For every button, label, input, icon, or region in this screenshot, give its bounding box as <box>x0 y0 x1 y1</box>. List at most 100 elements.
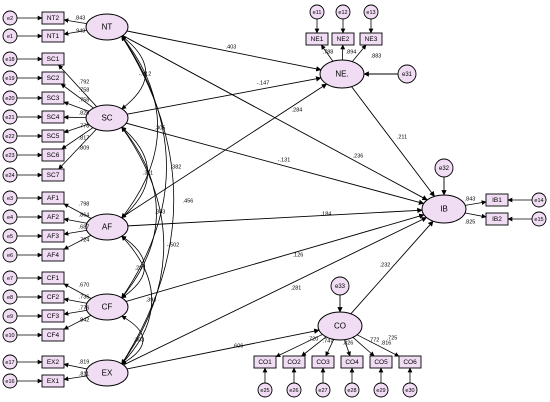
node-layer: NT2e2NT1e1SC1e18SC2e19SC3e20SC4e21SC5e22… <box>2 4 547 398</box>
loading-label: .792 <box>79 79 90 85</box>
latent-label: EX <box>102 369 113 378</box>
loading-arrow-ib2 <box>465 212 487 219</box>
loading-label: .819 <box>79 359 90 365</box>
path-coefficient: .126 <box>293 252 304 258</box>
indicator-box-cf3 <box>41 309 65 323</box>
indicator-label: CO2 <box>287 359 301 366</box>
indicator-label: AF1 <box>47 195 59 202</box>
loading-label: .826 <box>343 340 354 346</box>
loading-arrow-co2 <box>301 336 327 357</box>
path-coefficient: .211 <box>397 134 407 140</box>
covariance-layer <box>121 35 175 365</box>
path-nt-ib <box>122 35 428 201</box>
loading-arrow-ne1 <box>320 44 334 62</box>
indicator-label: SC3 <box>47 95 60 102</box>
loading-label: .788 <box>323 49 334 55</box>
error-circle-e20 <box>2 90 18 106</box>
loading-label: .825 <box>465 219 476 225</box>
error-label: e16 <box>5 379 14 385</box>
covariance-label: .287 <box>135 265 146 271</box>
covariance-label: .303 <box>134 337 145 343</box>
error-circle-e9 <box>2 308 18 324</box>
loading-arrow-af1 <box>63 203 92 219</box>
indicator-label: EX1 <box>47 378 60 385</box>
loading-label: .843 <box>465 196 476 202</box>
loading-label: .843 <box>75 15 86 21</box>
path-ne-ib <box>351 86 435 197</box>
error-circle-e21 <box>2 109 18 125</box>
covariance-label: .311 <box>143 170 153 176</box>
error-circle-e6 <box>2 247 18 263</box>
indicator-box-sc2 <box>41 71 65 85</box>
error-circle-e23 <box>2 147 18 163</box>
error-circle-e14 <box>531 192 547 208</box>
indicator-box-ne3 <box>359 32 383 46</box>
error-circle-e13 <box>363 4 379 20</box>
covariance-label: .305 <box>155 125 166 131</box>
latent-label: AF <box>102 223 112 232</box>
indicator-box-af2 <box>41 210 65 224</box>
indicator-box-sc6 <box>41 148 65 162</box>
path-cf-ib <box>125 213 425 302</box>
error-circle-e12 <box>335 4 351 20</box>
latent-ib <box>421 194 467 224</box>
path-nt-ne <box>126 30 322 72</box>
error-circle-e7 <box>2 270 18 286</box>
path-coefficient: .232 <box>380 262 391 268</box>
indicator-box-co4 <box>340 355 364 369</box>
disturbance-circle-e33 <box>330 276 350 296</box>
loading-arrow-nt2 <box>63 18 87 25</box>
path-co-ib <box>350 220 434 315</box>
loading-label: .883 <box>371 53 382 59</box>
path-coefficient: .284 <box>292 107 303 113</box>
loading-arrow-nt1 <box>63 29 87 36</box>
loading-arrow-cf1 <box>63 283 92 299</box>
error-label: e2 <box>7 16 13 22</box>
loading-label: .894 <box>346 49 357 55</box>
latent-ne <box>319 59 365 89</box>
indicator-box-co2 <box>282 355 306 369</box>
loading-label: .725 <box>387 335 398 341</box>
latent-sc <box>85 104 129 132</box>
loading-arrow-af2 <box>63 217 87 224</box>
indicator-box-af3 <box>41 229 65 243</box>
error-circle-e24 <box>2 167 18 183</box>
disturbance-label: e33 <box>335 284 346 290</box>
loading-label: .864 <box>79 212 90 218</box>
loading-arrow-sc2 <box>60 83 94 109</box>
error-circle-e29 <box>373 382 389 398</box>
indicator-label: CO4 <box>345 359 359 366</box>
disturbance-circle-e31 <box>397 64 417 84</box>
indicator-box-co1 <box>253 355 277 369</box>
latent-nt <box>85 13 129 41</box>
error-label: e7 <box>7 276 13 282</box>
loading-arrow-sc3 <box>63 101 90 112</box>
indicator-label: SC1 <box>47 56 60 63</box>
path-ex-co <box>126 328 320 370</box>
error-label: e29 <box>376 388 385 394</box>
latent-cf <box>85 293 129 321</box>
indicator-label: NE3 <box>365 36 378 43</box>
indicator-label: SC7 <box>47 172 60 179</box>
indicator-label: EX2 <box>47 359 60 366</box>
covariance-arc-sc-ex <box>121 126 165 365</box>
path-sc-ne <box>127 76 322 115</box>
error-circle-e15 <box>531 211 547 227</box>
loading-arrow-sc6 <box>61 127 94 150</box>
loading-arrow-co6 <box>356 334 400 357</box>
indicator-label: IB2 <box>492 216 502 223</box>
loading-arrow-ex1 <box>63 375 87 382</box>
path-ex-ib <box>123 217 428 366</box>
indicator-box-co6 <box>398 355 422 369</box>
indicator-label: SC2 <box>47 75 60 82</box>
error-circle-e18 <box>2 51 18 67</box>
error-label: e26 <box>289 388 298 394</box>
error-label: e13 <box>366 10 375 16</box>
indicator-label: CF2 <box>47 294 60 301</box>
loading-label: .724 <box>79 237 90 243</box>
path-coefficient: .606 <box>233 343 244 349</box>
error-circle-e28 <box>344 382 360 398</box>
disturbance-label: e31 <box>402 72 413 78</box>
indicator-box-ne2 <box>331 32 355 46</box>
indicator-box-co3 <box>311 355 335 369</box>
